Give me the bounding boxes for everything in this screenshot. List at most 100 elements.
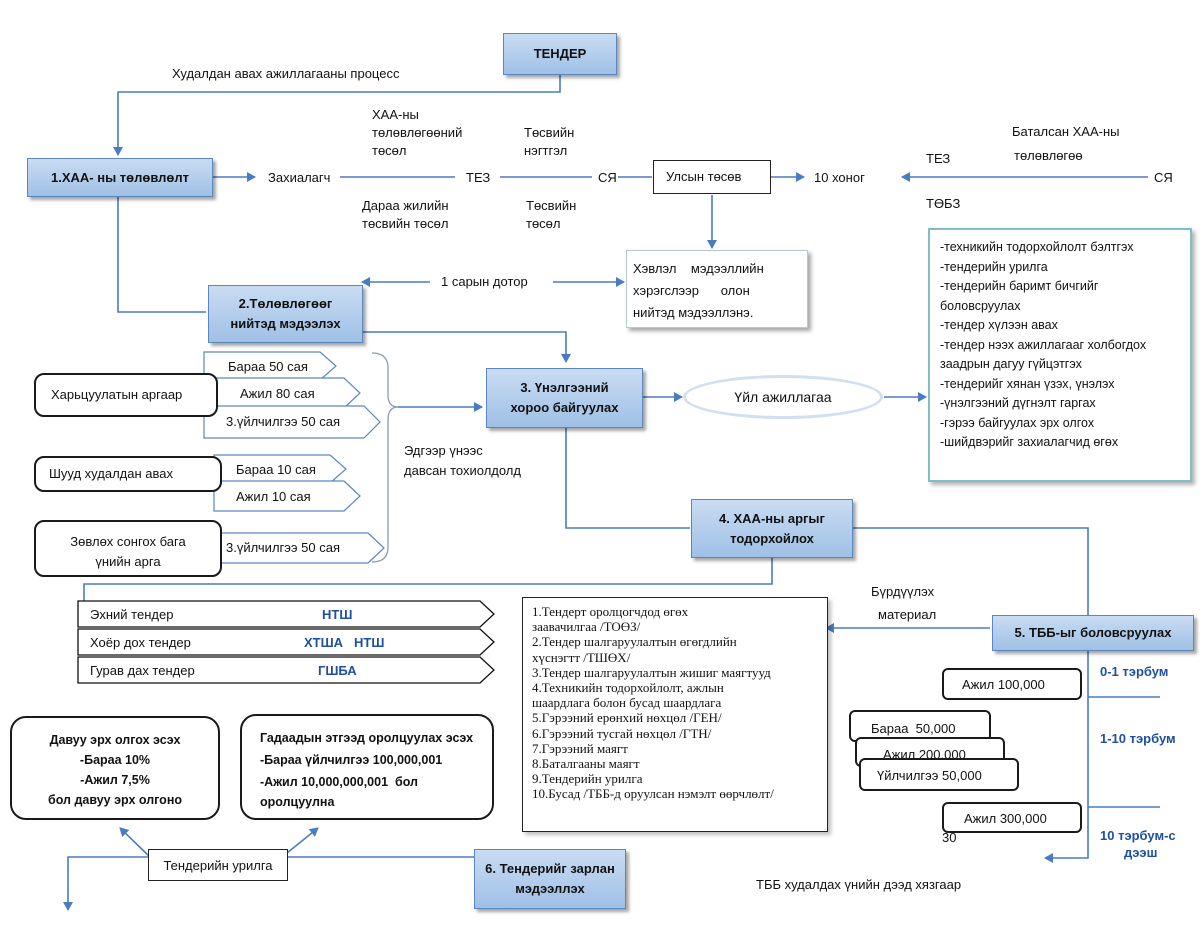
activities-list: -техникийн тодорхойлолт бэлтгэх -тендери… [940,238,1146,453]
state-budget-label: Улсын төсөв [666,169,742,184]
service-50-label: Үйлчилгээ 50,000 [877,768,982,783]
media-line1: Хэвлэл мэдээллийн [633,261,764,276]
publish-box: 6. Тендерийг зарлан мэдээллэх [474,849,626,909]
tender-row-shapes [77,600,495,684]
tender-title: ТЕНДЕР [533,46,587,61]
goods-50-box: Бараа 50,000 [849,710,991,742]
price-limit-label: ТББ худалдах үнийн дээд хязгаар [756,877,962,892]
documents-list: 1.Тендерт оролцогчдод өгөх заавачилгаа /… [532,604,774,802]
activity-item: -тендер хүлээн авах [940,318,1058,332]
within-month-label: 1 сарын дотор [441,274,528,289]
activity-item: -тендерийн баримт бичгийг [940,279,1099,293]
compare-item-service: 3.үйлчилгээ 50 сая [226,414,340,429]
invitation-box: Тендерийн урилга [148,849,288,881]
tender-row-3-code: ГШБА [318,663,357,678]
band3-label-line1: 10 тэрбум-с [1100,828,1176,843]
consult-item-service: 3.үйлчилгээ 50 сая [226,540,340,555]
publish-line1: 6. Тендерийг зарлан [485,861,615,876]
document-item: хүснэгтт /ТШӨХ/ [532,649,631,665]
approved-plan-line2: төлөвлөгөө [1014,148,1083,163]
approved-plan-line1: Баталсан ХАА-ны [1012,124,1120,139]
direct-purchase-box: Шууд худалдан авах [34,456,222,492]
arrow-invitation-to-preference [119,827,151,858]
stray-number: 30 [942,830,957,845]
document-item: 3.Тендер шалгаруулалтын жишиг маягтууд [532,664,771,680]
activity-item: -үнэлгээний дүгнэлт гаргах [940,396,1096,410]
plan-box: 1.ХАА- ны төлөвлөлт [27,158,213,197]
tez-mid-label: ТЕЗ [466,170,491,185]
exceed-line1: Эдгээр үнээс [404,443,483,458]
tender-row-2-name: Хоёр дох тендер [90,635,191,650]
document-item: 6.Гэрээний тусгай нөхцөл /ГТН/ [532,725,712,741]
consult-method-line1: Зөвлөх сонгох бага [70,534,186,549]
compare-method-box: Харьцуулатын аргаар [34,373,218,417]
commission-line1: 3. Үнэлгээний [520,380,609,395]
media-line3: нийтэд мэдээллэнэ. [633,305,754,320]
consult-method-box: Зөвлөх сонгох бага үнийн арга [34,520,222,577]
arrow-announce-to-commission [362,331,571,363]
document-item: заавачилгаа /ТОӨЗ/ [532,619,641,635]
announce-line1: 2.Төлөвлөгөөг [238,296,333,311]
commission-line2: хороо байгуулах [510,400,619,415]
activity-item: -шийдвэрийг захиалагчид өгөх [940,435,1119,449]
commission-box: 3. Үнэлгээний хороо байгуулах [486,368,643,428]
document-item: 10.Бусад /ТББ-д оруулсан нэмэлт өөрчлөлт… [532,786,774,802]
document-item: 7.Гэрээний маягт [532,740,628,756]
media-box: Хэвлэл мэдээллийн хэрэгслээр олон нийтэд… [626,250,808,328]
preference-line1: -Бараа 10% [79,753,151,767]
document-item: 9.Тендерийн урилга [532,771,643,787]
band3-label-line2: дээш [1124,845,1158,860]
activity-label: Үйл ажиллагаа [734,389,832,405]
compare-item-goods: Бараа 50 сая [228,359,308,374]
exceed-line2: давсан тохиолдолд [404,463,521,478]
method-line2: тодорхойлох [730,530,814,546]
sya-right-label: СЯ [1154,170,1173,185]
activity-item: боловсруулах [940,298,1021,313]
plan-draft-line3: төсөл [372,143,407,158]
next-year-budget-line2: төсвийн төсөл [362,216,449,231]
docs-label-line1: Бүрдүүлэх [871,584,935,599]
method-box: 4. ХАА-ны аргыг тодорхойлох [691,499,853,558]
ten-days-label: 10 хоног [814,170,865,185]
foreign-box: Гадаадын этгээд оролцуулах эсэх -Бараа ү… [240,714,494,820]
next-year-budget-line1: Дараа жилийн [362,198,449,213]
state-budget-box: Улсын төсөв [653,160,771,194]
budget-draft-line2: төсөл [526,216,561,231]
prepare-box: 5. ТББ-ыг боловсруулах [992,615,1194,651]
document-item: шаардлага болон бусад шаардлага [532,695,722,711]
preference-box: Давуу эрх олгох эсэх -Бараа 10% -Ажил 7,… [10,716,220,820]
plan-draft-line2: төлөвлөгөөний [372,125,463,140]
method-line1: 4. ХАА-ны аргыг [719,510,825,526]
budget-summary-line1: Төсвийн [524,125,575,140]
activity-item: -гэрээ байгуулах эрх олгох [940,415,1095,430]
activity-item: -техникийн тодорхойлолт бэлтгэх [940,240,1134,254]
service-50-box: Үйлчилгээ 50,000 [859,758,1019,791]
announce-line2: нийтэд мэдээлэх [230,316,341,331]
document-item: 5.Гэрээний ерөнхий нөхцөл /ГЕН/ [532,710,722,726]
work-300-box: Ажил 300,000 [942,802,1082,833]
activity-item: -тендерийн урилга [940,259,1048,274]
compare-method-label: Харьцуулатын аргаар [51,387,183,402]
activity-item: -тендер нээх ажиллагааг холбогдох [940,337,1147,352]
tender-row-3-name: Гурав дах тендер [90,663,195,678]
foreign-line1: -Бараа үйлчилгээ 100,000,001 [260,753,443,767]
plan-draft-line1: ХАА-ны [372,107,419,122]
tender-row-1-code: НТШ [322,607,353,622]
publish-line2: мэдээллэх [515,881,585,896]
tender-row-1-name: Эхний тендер [90,607,174,622]
budget-summary-line2: нэгтгэл [524,143,568,158]
media-line2: хэрэгслээр олон [633,283,750,298]
budget-draft-line1: Төсвийн [526,198,577,213]
tender-title-box: ТЕНДЕР [503,33,617,75]
document-item: 2.Тендер шалгаруулалтын өгөгдлийн [532,634,737,650]
foreign-line3: оролцуулна [260,795,335,809]
invitation-label: Тендерийн урилга [163,858,273,873]
plan-label: 1.ХАА- ны төлөвлөлт [51,169,189,185]
goods-50-label: Бараа 50,000 [871,721,956,736]
arrow-invitation-to-foreign [281,827,319,858]
activity-item: заадрын дагуу гүйцэтгэх [940,357,1082,371]
tender-row-2-code-a: ХТША [304,635,344,650]
docs-label-line2: материал [878,607,937,622]
work-300-label: Ажил 300,000 [964,811,1047,826]
